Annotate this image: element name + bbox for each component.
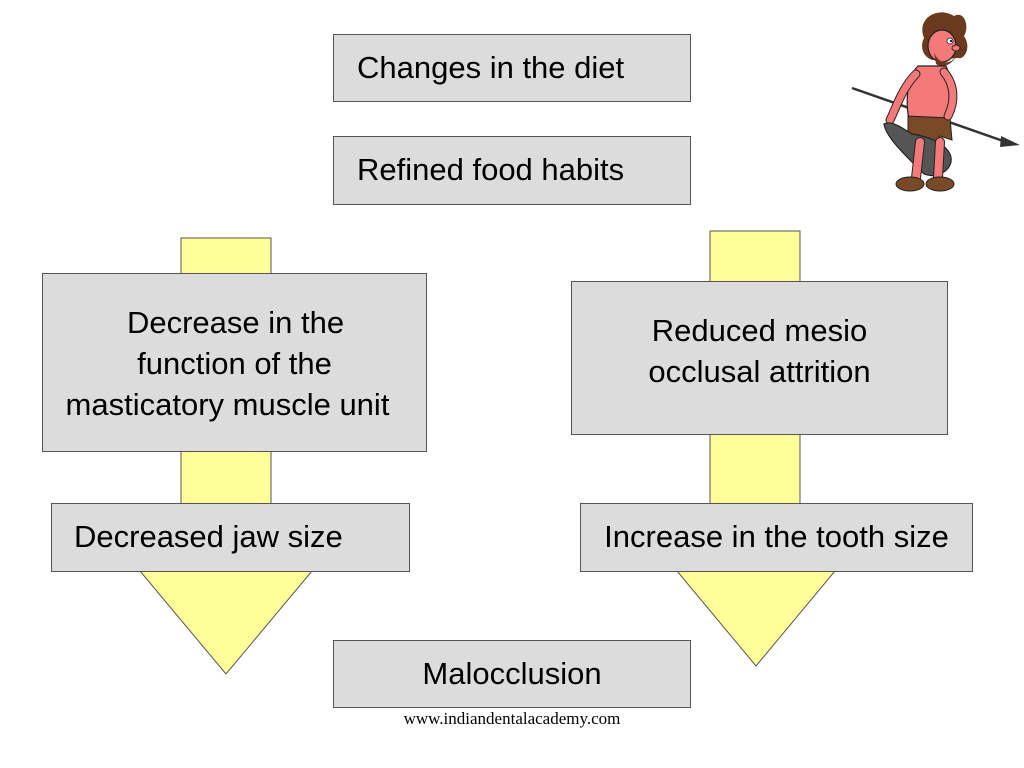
reduced-attrition-line-1: Reduced mesio: [651, 313, 868, 348]
decreased-jaw-size-box: Decreased jaw size: [51, 503, 410, 572]
increase-tooth-size-label: Increase in the tooth size: [604, 519, 949, 555]
caveman-icon: [851, 12, 1020, 192]
malocclusion-box: Malocclusion: [333, 640, 691, 708]
decrease-function-line-2: function of the: [137, 346, 332, 381]
footer-url: www.indiandentalacademy.com: [403, 709, 621, 728]
refined-food-habits-box: Refined food habits: [333, 136, 691, 205]
malocclusion-label: Malocclusion: [422, 655, 602, 691]
decrease-function-line-1: Decrease in the: [126, 305, 345, 340]
refined-food-habits-label: Refined food habits: [357, 152, 625, 188]
changes-in-diet-label: Changes in the diet: [357, 49, 625, 85]
reduced-attrition-box: Reduced mesio occlusal attrition: [571, 281, 948, 435]
decreased-jaw-size-label: Decreased jaw size: [74, 519, 343, 555]
increase-tooth-size-box: Increase in the tooth size: [580, 503, 973, 572]
reduced-attrition-line-2: occlusal attrition: [648, 354, 871, 389]
decrease-function-box: Decrease in the function of the masticat…: [42, 273, 427, 452]
decrease-function-line-3: masticatory muscle unit: [65, 387, 390, 422]
changes-in-diet-box: Changes in the diet: [333, 34, 691, 102]
